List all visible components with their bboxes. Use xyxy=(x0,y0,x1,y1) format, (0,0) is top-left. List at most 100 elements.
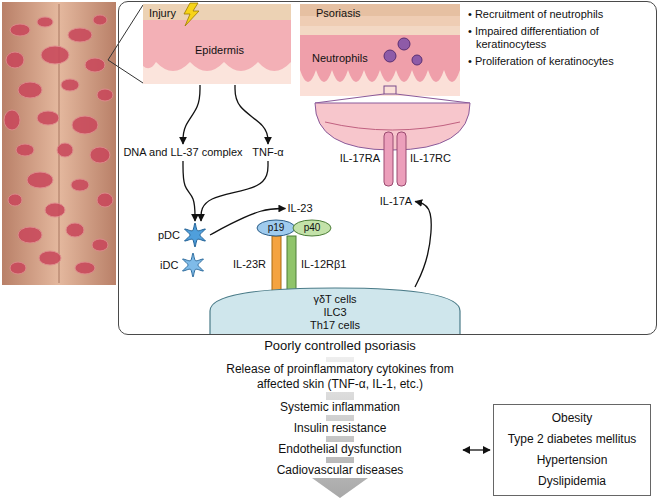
psoriasis-illustration: PsoriasisNeutrophils xyxy=(300,4,460,96)
connector-arrow xyxy=(463,449,490,450)
node-text: Endothelial dysfunction xyxy=(276,442,403,457)
photo-skin xyxy=(2,2,116,285)
plaque xyxy=(4,110,20,130)
node-text: Epidermis xyxy=(195,44,244,57)
connector-arrow xyxy=(183,85,200,144)
neutrophil xyxy=(398,38,410,50)
plaque xyxy=(75,262,95,274)
dendritic-outline xyxy=(185,223,206,247)
connector-arrow xyxy=(183,161,195,221)
plaque xyxy=(8,194,22,206)
cell-membrane xyxy=(325,122,460,130)
zoom-bracket xyxy=(108,5,143,83)
patient-photo xyxy=(2,2,116,285)
dendritic-outline xyxy=(183,253,204,277)
mediator-text: TNF-α xyxy=(252,146,283,159)
receptor-subunit xyxy=(397,132,406,186)
zoom-line xyxy=(108,60,143,83)
node-text: IL-23 xyxy=(287,202,312,215)
node-text: Systemic inflammation xyxy=(278,400,402,415)
psoriasis-skin xyxy=(300,4,460,96)
plaque xyxy=(18,82,42,98)
receptor-zoom xyxy=(315,94,470,186)
node-text: DNA and LL-37 complex xyxy=(123,146,242,159)
cytokine-text: IL-17A xyxy=(380,195,412,208)
scale-layer xyxy=(300,26,460,35)
dermis xyxy=(300,4,460,96)
node-text: Neutrophils xyxy=(312,52,368,65)
t-cell: γδT cellsILC3Th17 cells xyxy=(210,288,460,334)
subunit-outline xyxy=(293,220,331,236)
effect-bullet: • Impaired differentiation of keratinocy… xyxy=(468,25,628,51)
node-text: p19 xyxy=(256,219,296,237)
receptor-label: IL-12Rβ1 xyxy=(301,258,346,271)
plaque xyxy=(41,46,69,64)
plaque xyxy=(68,28,92,42)
plaque xyxy=(90,147,110,163)
plaque xyxy=(93,15,107,25)
zoom-line xyxy=(396,94,470,103)
receptor-chain xyxy=(272,236,281,292)
zoom-line xyxy=(108,5,143,60)
plaque xyxy=(92,239,108,251)
node-text: iDC xyxy=(160,259,178,272)
receptor-subunit xyxy=(384,132,393,186)
cell-symbol xyxy=(180,252,206,278)
receptor-label: IL-17RC xyxy=(410,152,451,165)
stratum-corneum xyxy=(143,4,291,20)
node-text: ILC3 xyxy=(210,306,460,319)
node-text: Release of proinflammatory cytokines fro… xyxy=(222,362,458,392)
plaque xyxy=(57,143,73,157)
comorbidity-box: ObesityType 2 diabetes mellitusHypertens… xyxy=(493,404,651,496)
plaque xyxy=(97,89,113,101)
node-text: Th17 cells xyxy=(210,319,460,332)
plaque xyxy=(37,17,53,27)
effect-bullet: • Recruitment of neutrophils xyxy=(468,8,603,21)
node-text: IL-17A xyxy=(380,195,412,208)
subunit-ellipse: p40 xyxy=(292,219,332,237)
plaque xyxy=(10,262,26,274)
plaque xyxy=(61,79,79,91)
plaque xyxy=(39,251,61,265)
node-text: Obesity xyxy=(552,411,593,426)
cytokine-text: IL-23 xyxy=(287,202,312,215)
node-text: pDC xyxy=(158,229,180,242)
epidermis-layer xyxy=(143,20,291,71)
lightning-bolt xyxy=(184,3,199,26)
dendritic-cell: iDC xyxy=(160,252,206,278)
mediator-text: DNA and LL-37 complex xyxy=(123,146,242,159)
neutrophil xyxy=(384,50,396,62)
injury-skin xyxy=(143,3,291,84)
plaque xyxy=(72,116,98,134)
il23-receptor xyxy=(272,236,296,292)
thickened-epidermis xyxy=(300,35,460,82)
zoom-line xyxy=(315,94,384,103)
node-text: TNF-α xyxy=(252,146,283,159)
receptor-label: IL-17RA xyxy=(340,152,380,165)
node-text: Psoriasis xyxy=(316,7,361,20)
psoriasis-plaques xyxy=(4,15,113,274)
receptor-chain xyxy=(287,236,296,292)
dermis xyxy=(143,4,291,84)
plaque xyxy=(37,111,59,125)
plaque xyxy=(18,227,42,243)
zoom-marker xyxy=(384,86,396,94)
subunit-ellipse: p19 xyxy=(256,219,296,237)
node-text: p40 xyxy=(292,219,332,237)
node-text: Cadiovascular diseases xyxy=(275,463,406,478)
plaque xyxy=(6,52,24,68)
connector-arrow xyxy=(235,85,268,144)
node-text: Dyslipidemia xyxy=(538,474,606,489)
plaque xyxy=(10,24,30,36)
injury-illustration: InjuryEpidermis xyxy=(143,4,291,84)
figure-panel: Poorly controlled psoriasisInjuryEpiderm… xyxy=(118,1,657,335)
node-text: Hypertension xyxy=(537,453,608,468)
cell-outline xyxy=(210,288,460,334)
plaque xyxy=(85,58,105,72)
plaque xyxy=(16,144,34,156)
plaque xyxy=(27,172,53,188)
plaque xyxy=(66,223,84,237)
plaque xyxy=(45,203,65,217)
neutrophil xyxy=(412,55,422,65)
